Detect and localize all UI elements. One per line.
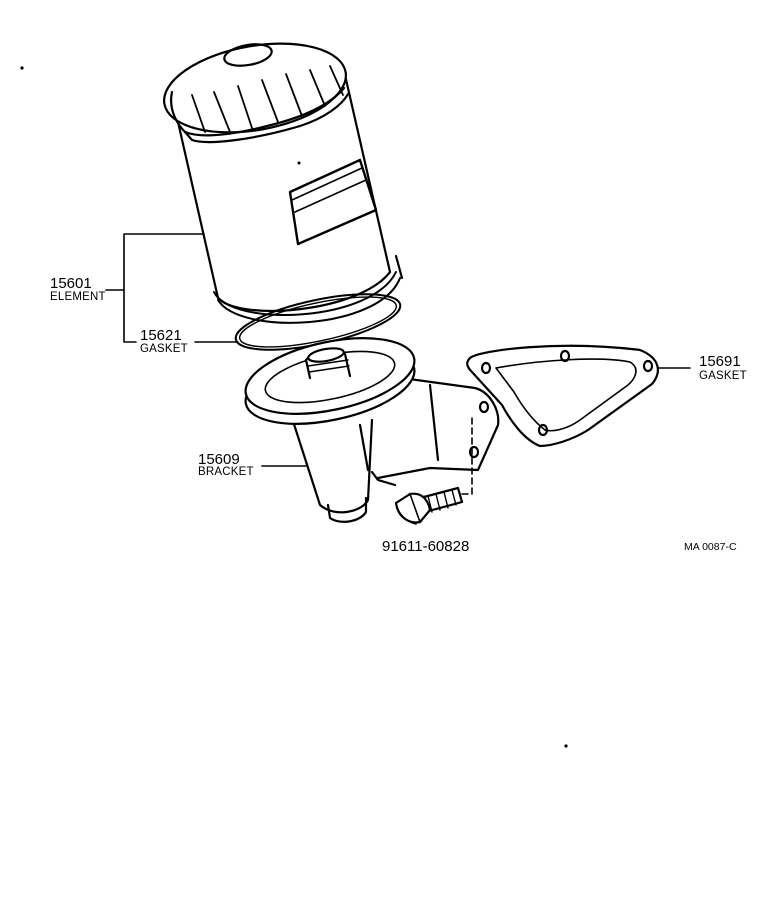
- part-name-gasket-flange: GASKET: [699, 370, 747, 382]
- part-number-15609: 15609: [198, 451, 240, 468]
- diagram-code: MA 0087-C: [684, 541, 737, 553]
- part-number-15601: 15601: [50, 275, 92, 292]
- callout-lines: [105, 233, 691, 495]
- part-number-15621: 15621: [140, 327, 182, 344]
- part-name-bracket: BRACKET: [198, 466, 254, 478]
- bolt-drawing: [394, 486, 464, 525]
- bracket-drawing: [244, 337, 500, 523]
- oil-filter-element-drawing: [163, 42, 404, 324]
- part-name-element: ELEMENT: [50, 291, 106, 303]
- flange-gasket-drawing: [466, 344, 659, 448]
- part-number-91611-60828: 91611-60828: [382, 538, 470, 555]
- part-name-gasket-o-ring: GASKET: [140, 343, 188, 355]
- part-number-15691: 15691: [699, 353, 741, 370]
- scan-specks: [20, 66, 568, 748]
